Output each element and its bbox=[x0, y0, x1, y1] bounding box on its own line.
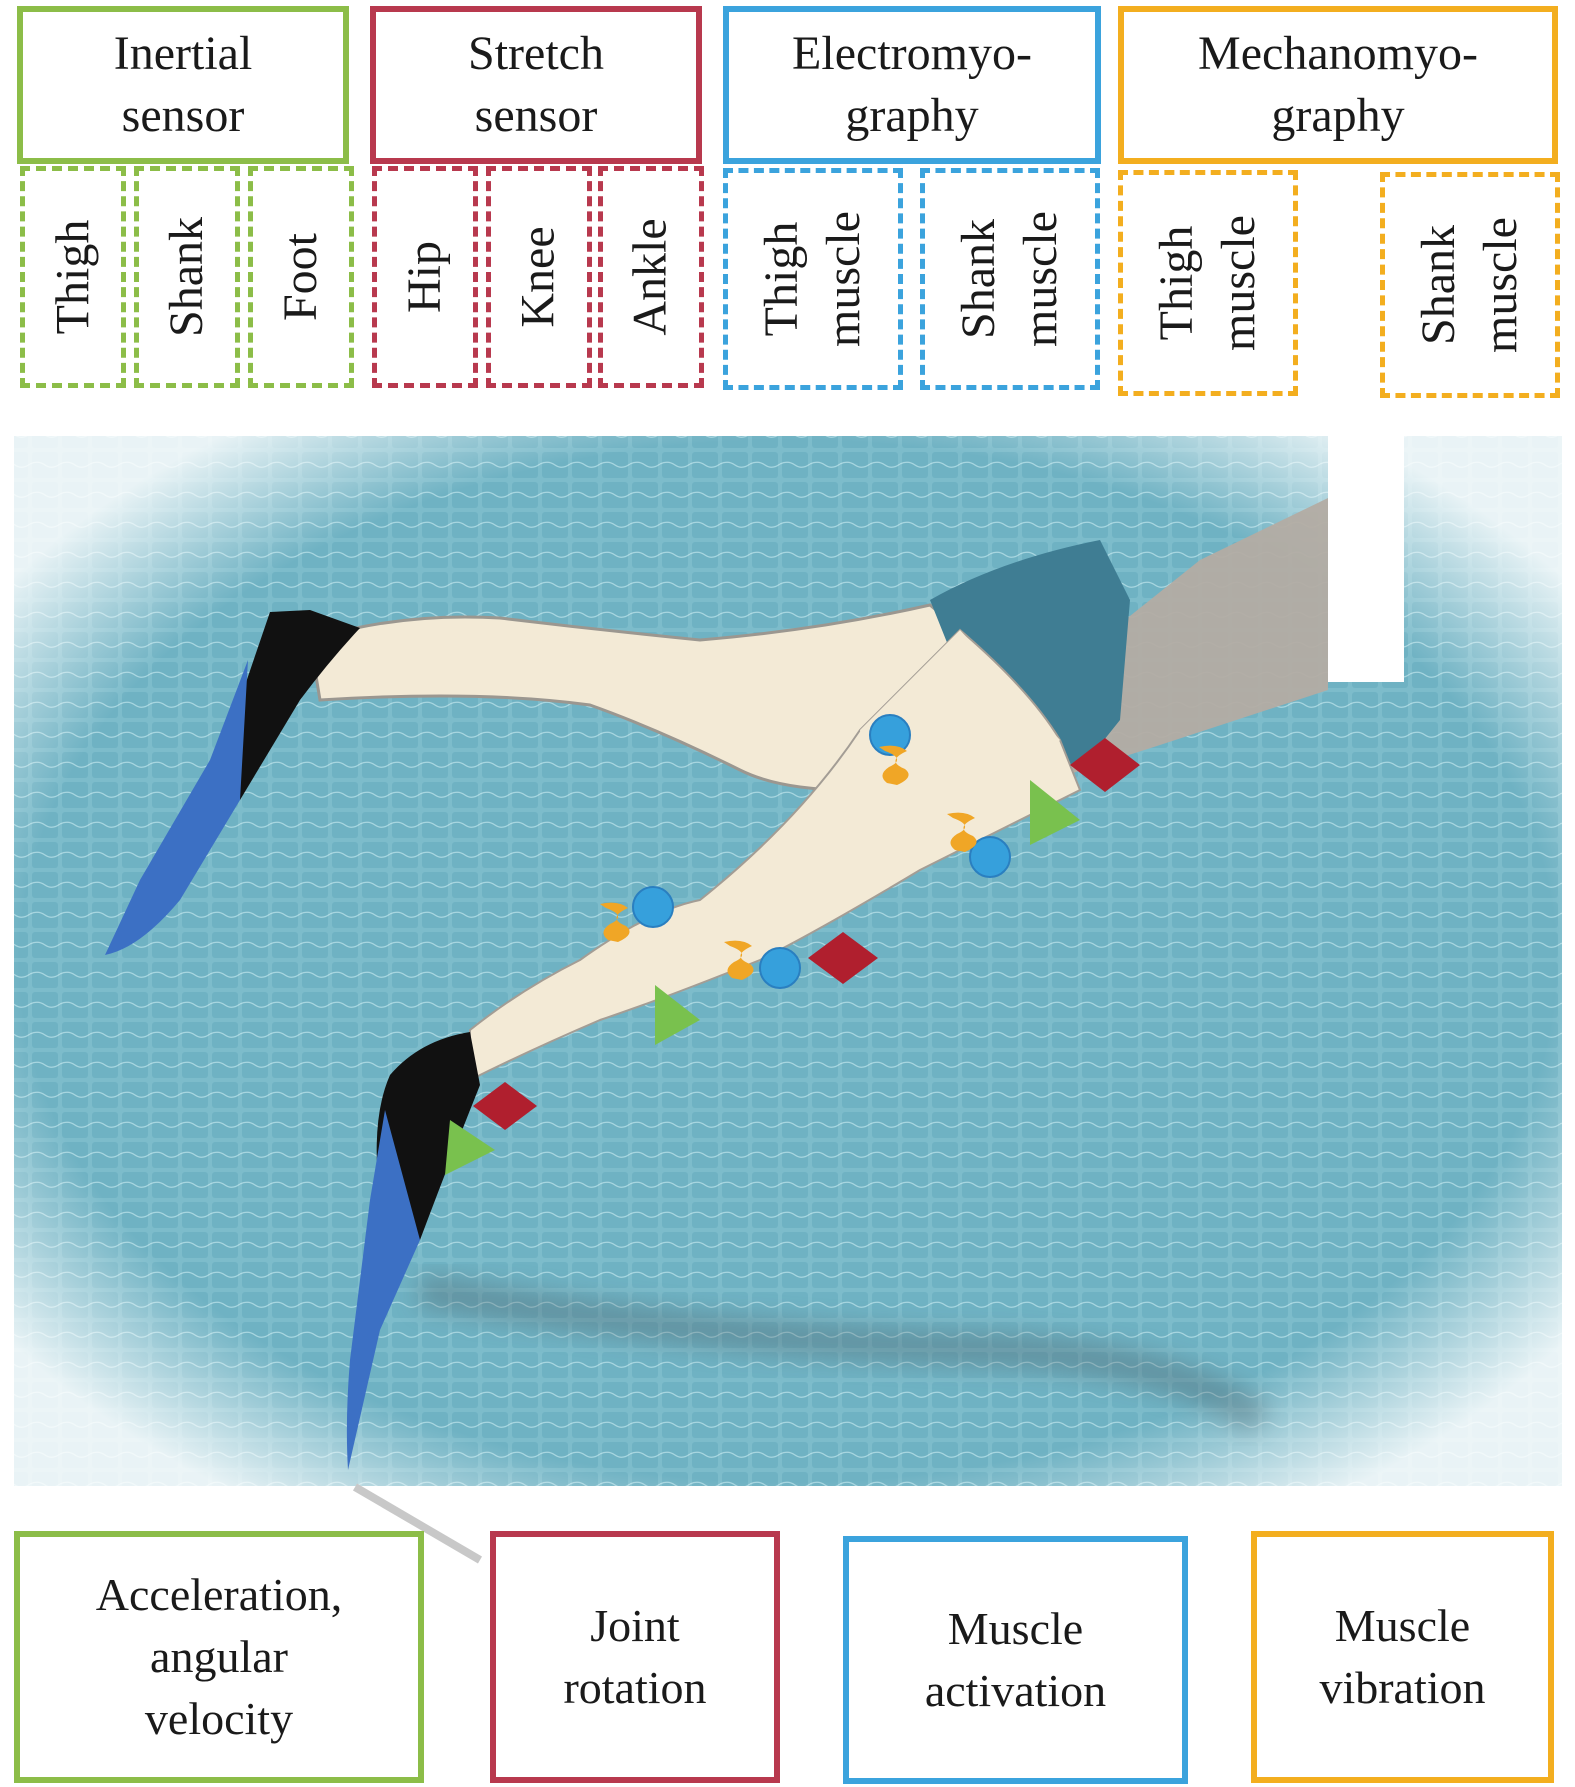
output-emg: Muscle activation bbox=[843, 1536, 1188, 1784]
stretch-sensor-knee-icon bbox=[808, 932, 878, 984]
output-stretch-text: Joint rotation bbox=[563, 1600, 707, 1713]
mechanomyography-title: Mechanomyo- graphy bbox=[1198, 27, 1478, 142]
inertial-part-shank: Shank bbox=[134, 166, 240, 388]
inertial-sensor-header: Inertial sensor bbox=[17, 6, 349, 164]
stretch-sensor-header: Stretch sensor bbox=[370, 6, 702, 164]
electromyography-header: Electromyo- graphy bbox=[723, 6, 1101, 164]
pool-gap bbox=[1328, 432, 1404, 682]
inertial-sensor-foot-icon bbox=[445, 1120, 495, 1175]
mmg-shank-icon-1 bbox=[600, 902, 630, 942]
mmg-shank-icon-2 bbox=[724, 940, 754, 980]
stretch-part-ankle: Ankle bbox=[598, 166, 704, 388]
output-mmg: Muscle vibration bbox=[1251, 1531, 1554, 1783]
back-fin-black bbox=[232, 610, 360, 800]
mmg-thigh-icon-1 bbox=[879, 745, 909, 785]
swimsuit bbox=[930, 540, 1130, 770]
mmg-part-thigh-muscle: Thigh muscle bbox=[1118, 170, 1298, 396]
stretch-part-knee: Knee bbox=[486, 166, 592, 388]
swimmer-shadow bbox=[417, 1273, 1271, 1434]
front-leg-thigh bbox=[860, 630, 1060, 880]
mechanomyography-header: Mechanomyo- graphy bbox=[1118, 6, 1558, 164]
inertial-sensor-title: Inertial sensor bbox=[113, 27, 253, 142]
output-inertial-text: Acceleration, angular velocity bbox=[95, 1569, 343, 1744]
electromyography-title: Electromyo- graphy bbox=[792, 27, 1032, 142]
output-emg-text: Muscle activation bbox=[924, 1603, 1107, 1716]
inertial-part-thigh: Thigh bbox=[20, 166, 126, 388]
pointer-line bbox=[352, 1483, 483, 1564]
stretch-sensor-title: Stretch sensor bbox=[468, 27, 604, 142]
front-fin-blue bbox=[346, 1110, 420, 1470]
back-fin-blue bbox=[105, 660, 248, 955]
mmg-thigh-icon-2 bbox=[947, 812, 977, 852]
inertial-part-foot: Foot bbox=[248, 166, 354, 388]
inertial-sensor-shank-icon bbox=[655, 985, 700, 1045]
stretch-sensor-ankle-icon bbox=[473, 1082, 537, 1130]
output-stretch: Joint rotation bbox=[490, 1531, 780, 1783]
output-mmg-text: Muscle vibration bbox=[1319, 1600, 1486, 1713]
stretch-part-hip: Hip bbox=[372, 166, 478, 388]
mmg-part-shank-muscle: Shank muscle bbox=[1380, 172, 1560, 398]
emg-thigh-icon-2 bbox=[969, 836, 1011, 878]
output-inertial: Acceleration, angular velocity bbox=[14, 1531, 424, 1783]
emg-shank-icon-1 bbox=[632, 886, 674, 928]
emg-shank-icon-2 bbox=[759, 947, 801, 989]
emg-thigh-icon-1 bbox=[869, 714, 911, 756]
inertial-sensor-thigh-icon bbox=[1030, 780, 1080, 845]
emg-part-shank-muscle: Shank muscle bbox=[920, 168, 1100, 390]
emg-part-thigh-muscle: Thigh muscle bbox=[723, 168, 903, 390]
stretch-sensor-hip-icon bbox=[1070, 738, 1140, 792]
